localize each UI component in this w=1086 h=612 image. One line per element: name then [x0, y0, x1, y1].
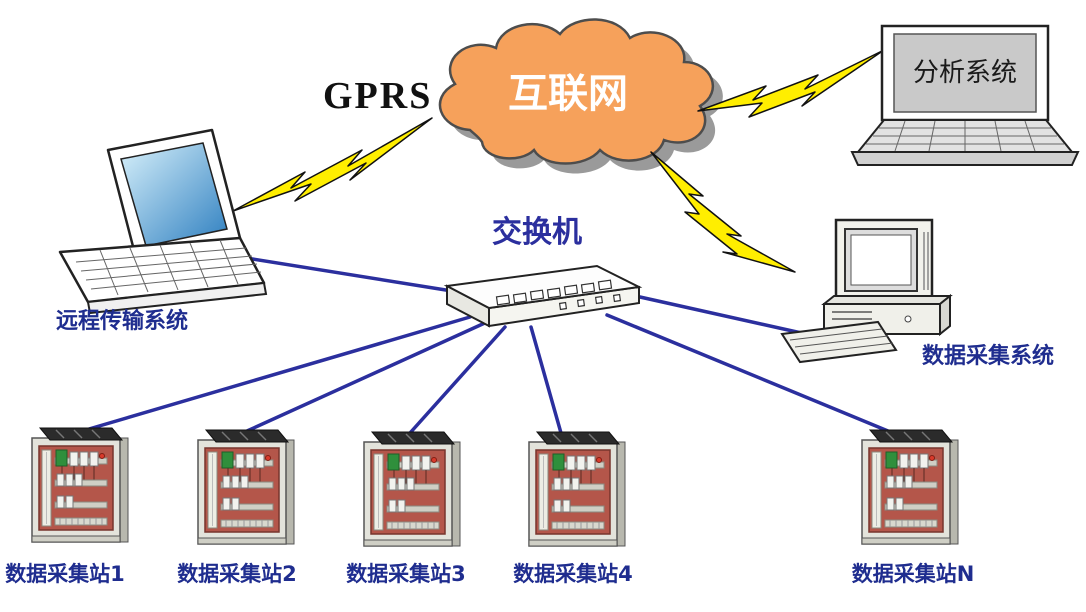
laptop-screen	[120, 142, 228, 247]
link-switch-station3	[408, 325, 507, 435]
daq-system-label: 数据采集系统	[922, 343, 1054, 369]
station-1-label: 数据采集站1	[5, 562, 125, 586]
link-laptop-switch	[238, 255, 454, 293]
network-links	[87, 255, 890, 435]
gprs-label: GPRS	[323, 75, 432, 117]
internet-label: 互联网	[508, 71, 628, 117]
daq-computer-icon	[780, 218, 953, 364]
internet-cloud: 互联网	[438, 18, 723, 174]
station-4-label: 数据采集站4	[513, 562, 633, 586]
analysis-screen	[893, 33, 1037, 113]
bolt-laptop-cloud	[232, 117, 433, 212]
bolt-cloud-analysis	[697, 49, 885, 118]
analysis-front-edge	[850, 151, 1080, 166]
bolt-cloud-daq	[650, 151, 796, 273]
daq-power-button	[904, 315, 912, 323]
link-switch-station2	[245, 320, 489, 433]
remote-laptop-icon	[58, 128, 268, 315]
remote-system-label: 远程传输系统	[56, 308, 188, 334]
cloud-shape	[438, 18, 715, 165]
station-2-label: 数据采集站2	[177, 562, 297, 586]
daq-monitor-screen	[850, 234, 912, 286]
station-3-label: 数据采集站3	[346, 562, 466, 586]
cabinet-station-3	[363, 431, 461, 547]
link-switch-daq	[638, 295, 808, 336]
analysis-keys	[866, 120, 1064, 152]
analysis-laptop-icon: 分析系统	[850, 24, 1080, 166]
cabinet-station-2	[197, 429, 295, 545]
link-switch-stationN	[605, 313, 890, 433]
daq-keyboard-keys	[789, 328, 894, 355]
station-N-label: 数据采集站N	[852, 562, 975, 586]
laptop-keys	[75, 239, 262, 296]
daq-case-top	[821, 295, 953, 305]
switch-top-face	[443, 264, 643, 310]
switch-ports	[495, 279, 622, 311]
link-switch-station1	[87, 315, 472, 431]
daq-case-side	[939, 293, 951, 337]
switch-icon	[443, 264, 643, 328]
cabinet-station-1	[31, 427, 129, 543]
switch-label: 交换机	[492, 215, 582, 250]
cabinet-station-4	[528, 431, 626, 547]
cabinet-station-N	[861, 429, 959, 545]
analysis-system-label: 分析系统	[913, 58, 1017, 88]
laptop-front-edge	[86, 281, 268, 315]
link-switch-station4	[529, 325, 563, 435]
